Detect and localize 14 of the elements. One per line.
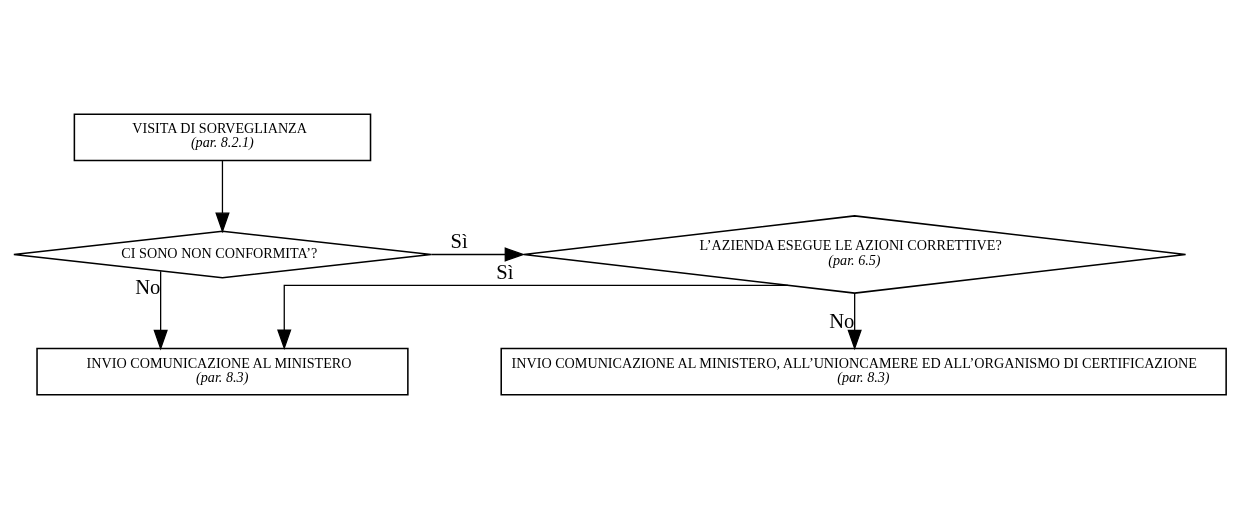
edge-label: No xyxy=(135,276,161,299)
edge-label: Sì xyxy=(496,260,514,283)
node-box: VISITA DI SORVEGLIANZA (par. 8.2.1) xyxy=(73,113,372,162)
arrow xyxy=(847,292,862,351)
edge-label: No xyxy=(829,310,855,333)
arrow xyxy=(430,247,526,262)
edge-label: Sì xyxy=(450,229,468,252)
node-box: INVIO COMUNICAZIONE AL MINISTERO (par. 8.3) xyxy=(36,347,409,396)
arrow xyxy=(153,270,168,351)
node-diamond: CI SONO NON CONFORMITA’? xyxy=(13,230,432,279)
arrow xyxy=(215,160,230,234)
node-diamond: L’AZIENDA ESEGUE LE AZIONI CORRETTIVE? (par. 6.5) xyxy=(522,215,1187,294)
node-box: INVIO COMUNICAZIONE AL MINISTERO, ALL’UNIONCAMERE ED ALL’ORGANISMO DI CERTIFICAZIONE (par. 8.3) xyxy=(500,347,1227,396)
arrow xyxy=(277,284,789,351)
